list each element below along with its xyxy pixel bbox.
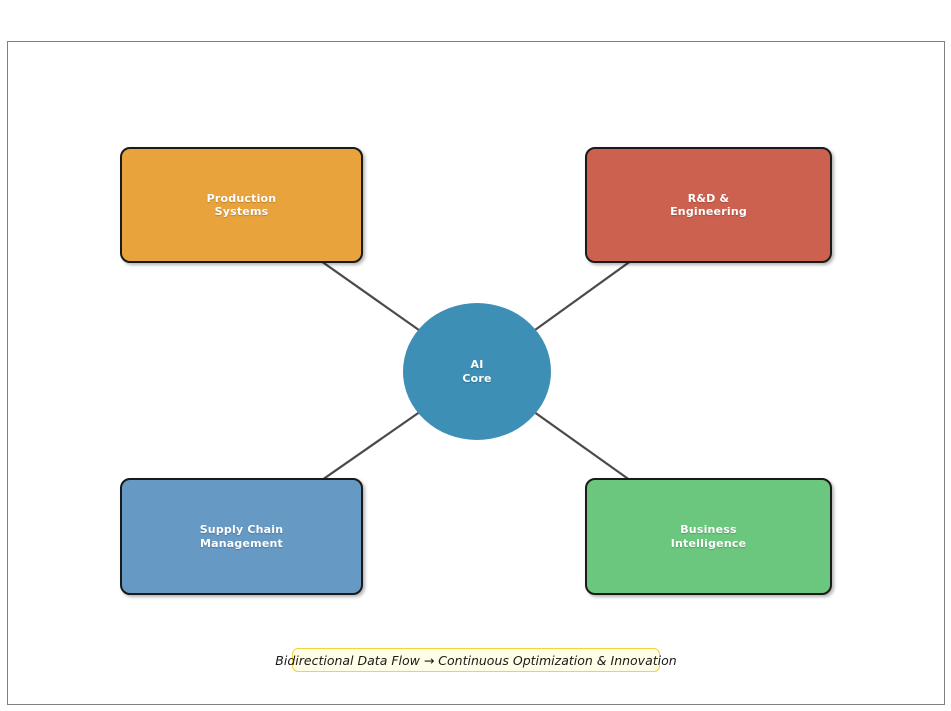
node-business-intelligence-label: Business Intelligence [670, 523, 747, 550]
node-rd-engineering[interactable]: R&D & Engineering [585, 147, 832, 263]
node-supply-chain-management-label: Supply Chain Management [199, 523, 284, 550]
diagram-caption-text: Bidirectional Data Flow → Continuous Opt… [275, 652, 677, 668]
node-supply-chain-management[interactable]: Supply Chain Management [120, 478, 363, 595]
node-rd-engineering-label: R&D & Engineering [670, 191, 747, 218]
node-ai-core[interactable]: AI Core [403, 303, 551, 440]
node-production-systems[interactable]: Production Systems [120, 147, 363, 263]
diagram-caption: Bidirectional Data Flow → Continuous Opt… [275, 648, 677, 672]
node-business-intelligence[interactable]: Business Intelligence [585, 478, 832, 595]
node-ai-core-label: AI Core [462, 358, 492, 385]
node-production-systems-label: Production Systems [206, 191, 277, 218]
